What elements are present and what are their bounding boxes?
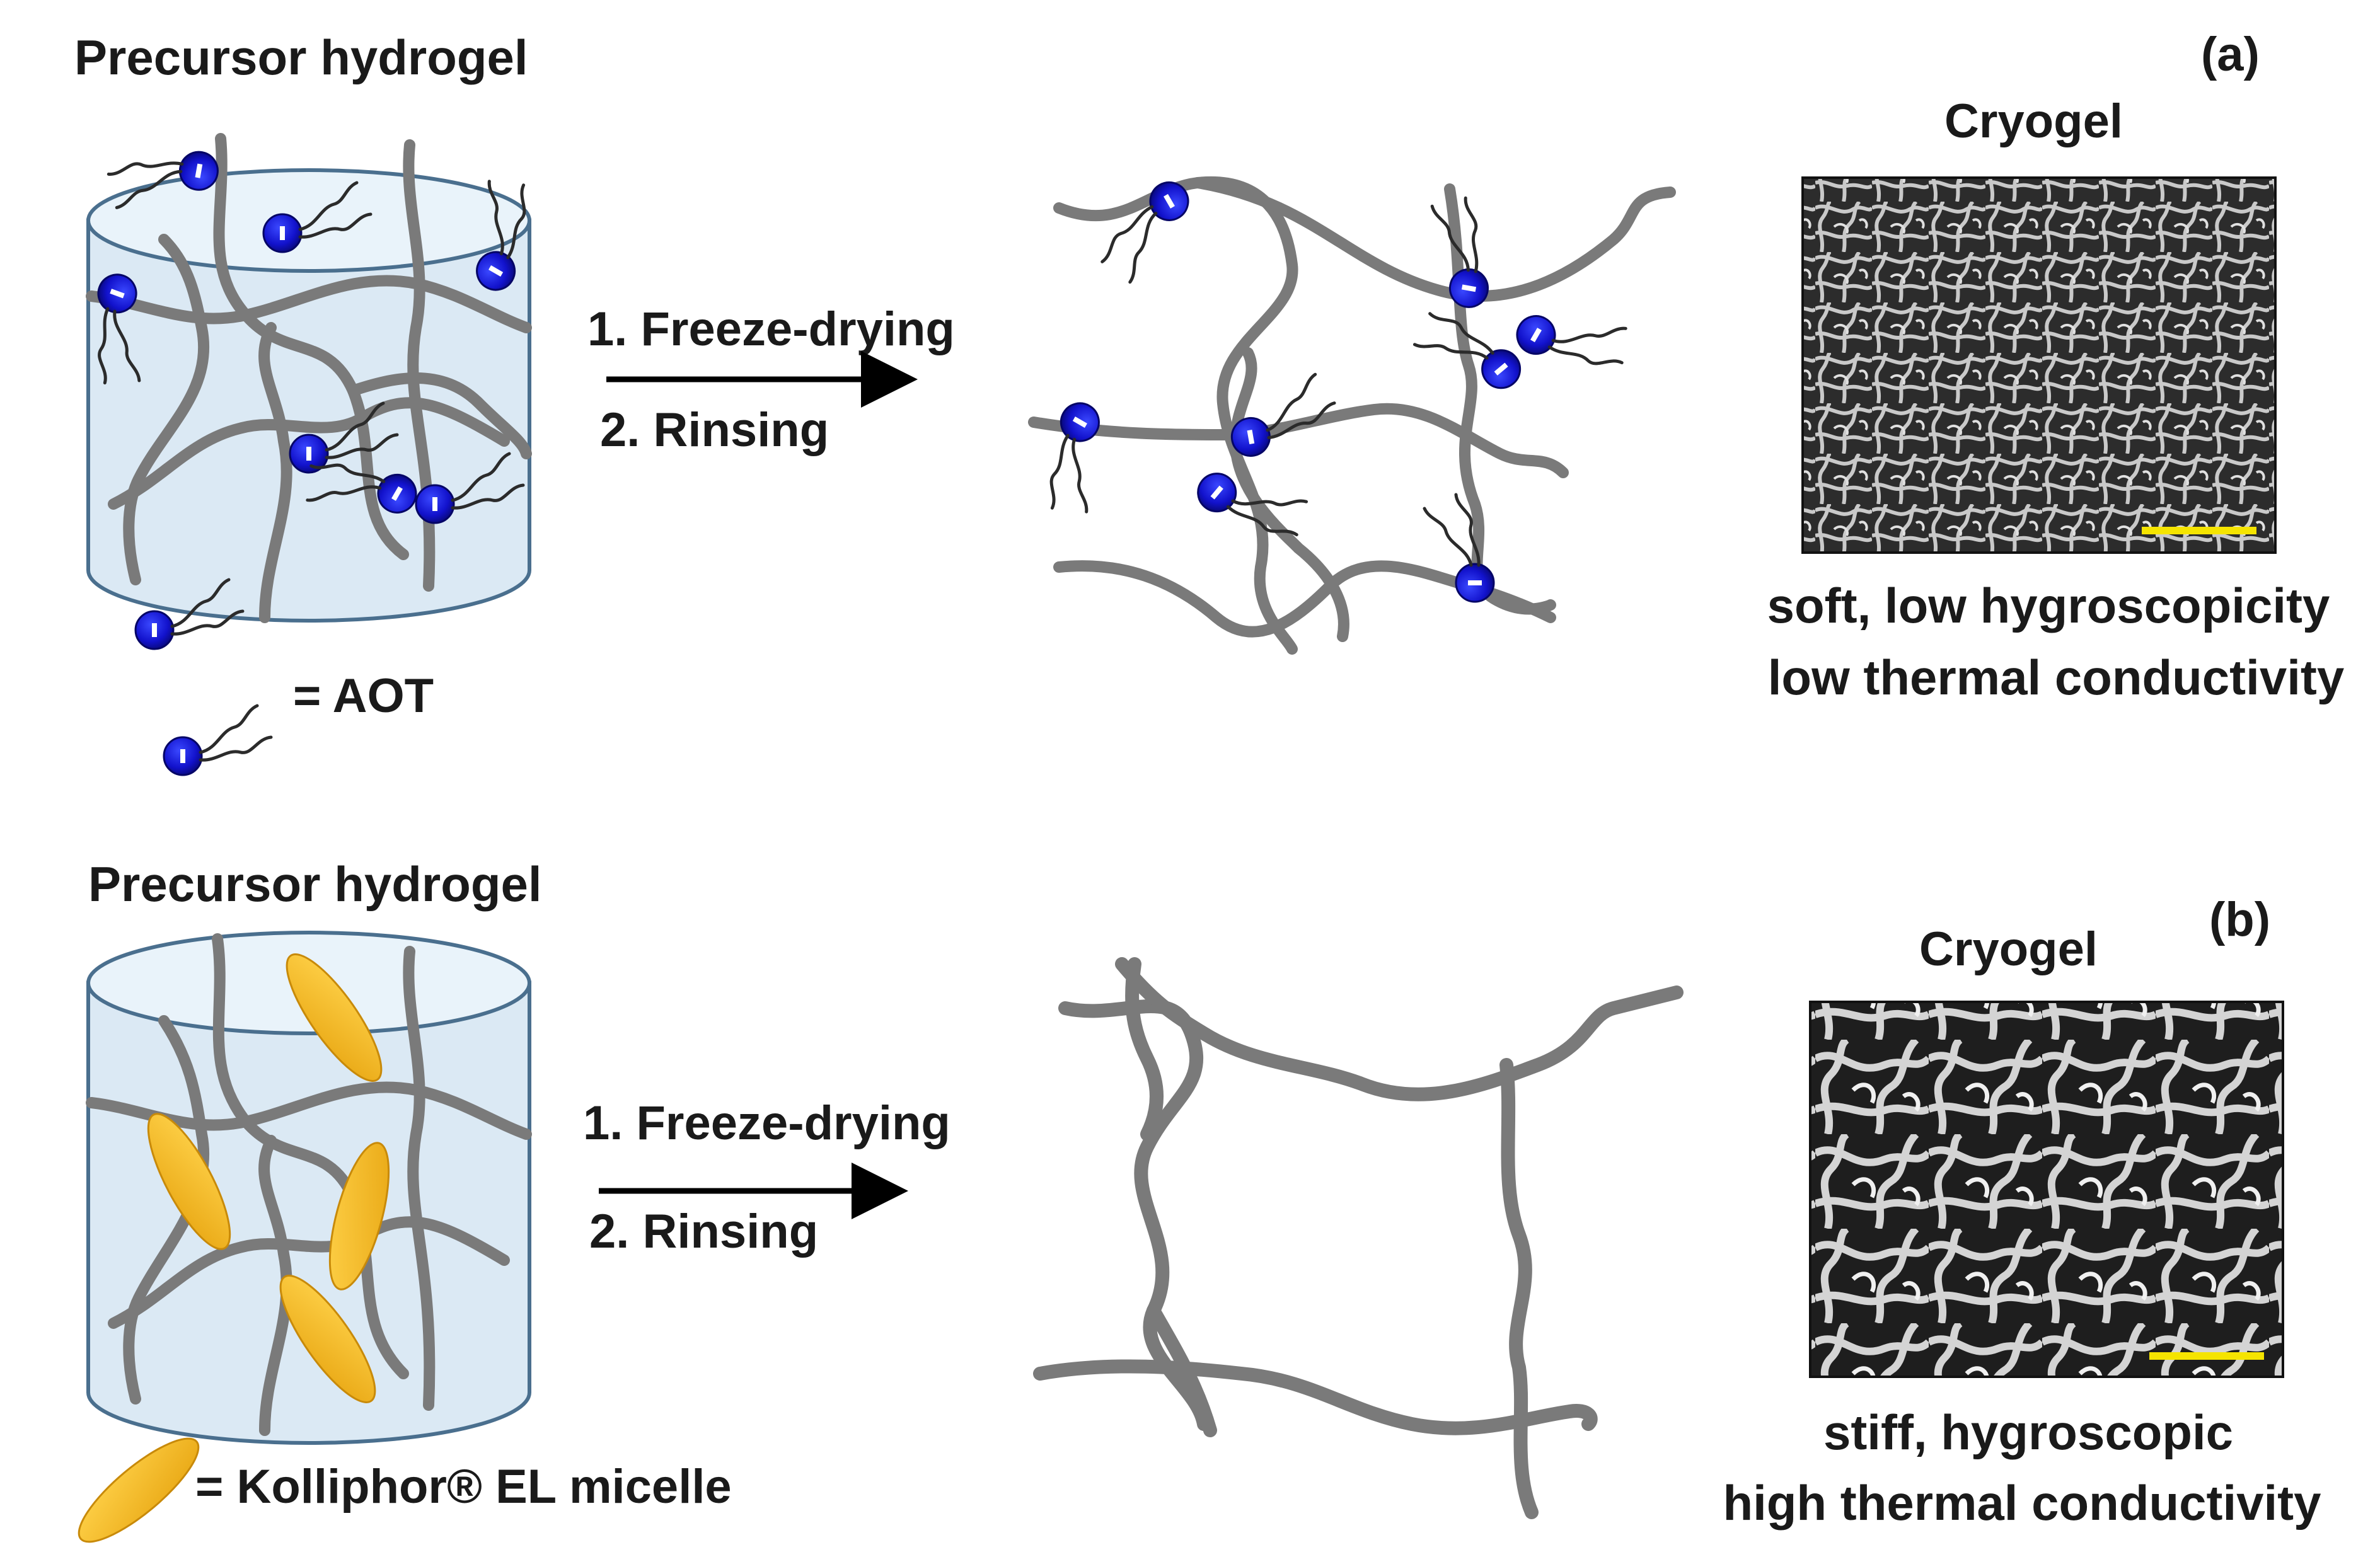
sem-micrograph-a <box>1801 176 2277 554</box>
panel-a-label: (a) <box>2201 28 2260 81</box>
cryogel-title-a: Cryogel <box>1944 95 2123 148</box>
panel-a: (a) Precursor hydrogel <box>69 28 2344 775</box>
legend-aot: = AOT <box>164 669 434 775</box>
polymer-network-a <box>86 133 532 623</box>
cryogel-title-b: Cryogel <box>1919 922 2098 976</box>
sem-micrograph-b <box>1809 1001 2284 1378</box>
legend-aot-text: = AOT <box>293 669 434 723</box>
step-freeze-drying-a: 1. Freeze-drying <box>587 302 955 356</box>
panel-a-precursor-title: Precursor hydrogel <box>74 30 528 85</box>
step-freeze-drying-b: 1. Freeze-drying <box>583 1096 950 1150</box>
legend-micelle: = Kolliphor® EL micelle <box>65 1423 732 1557</box>
aot-surfactant-icon <box>164 706 271 775</box>
precursor-hydrogel-cylinder-a <box>69 133 557 649</box>
step-rinsing-b: 2. Rinsing <box>589 1205 818 1258</box>
precursor-hydrogel-cylinder-b <box>86 931 532 1445</box>
panel-b: (b) Precursor hydrogel = Kolliphor <box>65 856 2321 1557</box>
properties-line2-a: low thermal conductivity <box>1768 650 2344 705</box>
properties-line1-a: soft, low hygroscopicity <box>1767 578 2330 633</box>
step-rinsing-a: 2. Rinsing <box>600 403 829 457</box>
panel-b-label: (b) <box>2209 893 2270 946</box>
properties-line2-b: high thermal conductivity <box>1723 1475 2321 1531</box>
panel-b-precursor-title: Precursor hydrogel <box>88 856 542 912</box>
cryogel-network-b <box>1033 957 1684 1519</box>
legend-micelle-text: = Kolliphor® EL micelle <box>195 1460 732 1514</box>
cryogel-network-a <box>1028 176 1676 655</box>
properties-line1-b: stiff, hygroscopic <box>1823 1405 2233 1460</box>
micelle-icon <box>65 1423 212 1557</box>
